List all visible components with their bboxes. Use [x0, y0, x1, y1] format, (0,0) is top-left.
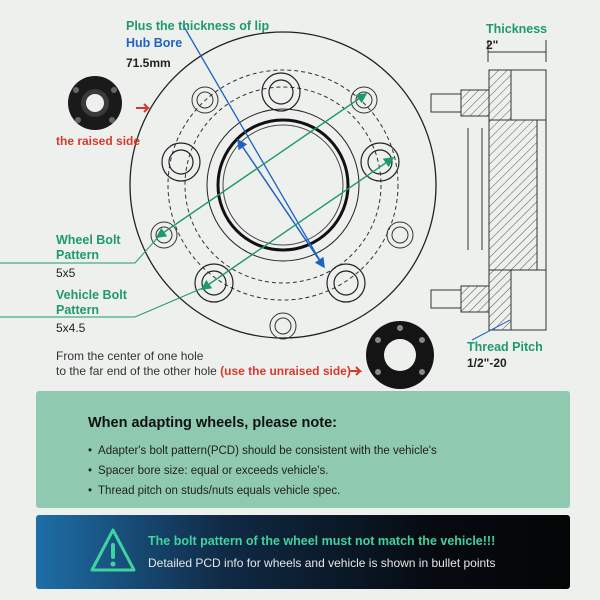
flange-front-view	[129, 31, 437, 339]
vehicle-bolt-label: Vehicle Bolt	[56, 288, 127, 302]
thickness-label: Thickness	[486, 22, 548, 36]
measure-instruction-text: to the far end of the other hole	[56, 364, 217, 378]
warning-triangle-icon	[90, 528, 136, 572]
thread-pitch-value: 1/2"-20	[467, 356, 507, 370]
wheel-bolt-value: 5x5	[56, 266, 76, 280]
wheel-bolt-holes	[150, 86, 414, 340]
wheel-bolt-label: Wheel Bolt	[56, 233, 121, 247]
vehicle-bolt-pattern-label: Pattern	[56, 303, 100, 317]
product-photo-unraised	[366, 321, 434, 389]
adaptation-notes-panel: When adapting wheels, please note: Adapt…	[36, 391, 570, 508]
raised-side-label: the raised side	[56, 134, 141, 148]
product-photo-raised	[68, 76, 122, 130]
hub-bore-label: Hub Bore	[126, 36, 183, 50]
notes-title: When adapting wheels, please note:	[88, 415, 337, 431]
warning-detail: Detailed PCD info for wheels and vehicle…	[148, 556, 496, 570]
vehicle-bolt-value: 5x4.5	[56, 321, 86, 335]
notes-item: Spacer bore size: equal or exceeds vehic…	[88, 461, 437, 481]
thickness-value: 2"	[486, 38, 499, 52]
notes-item: Thread pitch on studs/nuts equals vehicl…	[88, 481, 437, 501]
measure-instruction-line2: to the far end of the other hole (use th…	[56, 364, 351, 378]
measure-instruction-note: (use the unraised side)	[220, 364, 351, 378]
wheel-bolt-pattern-label: Pattern	[56, 248, 100, 262]
notes-item: Adapter's bolt pattern(PCD) should be co…	[88, 441, 437, 461]
hub-bore-value: 71.5mm	[126, 56, 171, 70]
measure-instruction-line1: From the center of one hole	[56, 349, 204, 363]
lip-label: Plus the thickness of lip	[126, 19, 270, 33]
notes-list: Adapter's bolt pattern(PCD) should be co…	[88, 441, 437, 501]
thread-pitch-label: Thread Pitch	[467, 340, 543, 354]
arrow-right-icon	[136, 103, 151, 113]
warning-headline: The bolt pattern of the wheel must not m…	[148, 534, 496, 548]
warning-banner: The bolt pattern of the wheel must not m…	[36, 515, 570, 589]
measurement-lines	[0, 24, 395, 318]
arrow-right-icon	[349, 366, 363, 376]
spacer-diagram	[0, 24, 547, 389]
spacer-side-view	[430, 40, 547, 341]
